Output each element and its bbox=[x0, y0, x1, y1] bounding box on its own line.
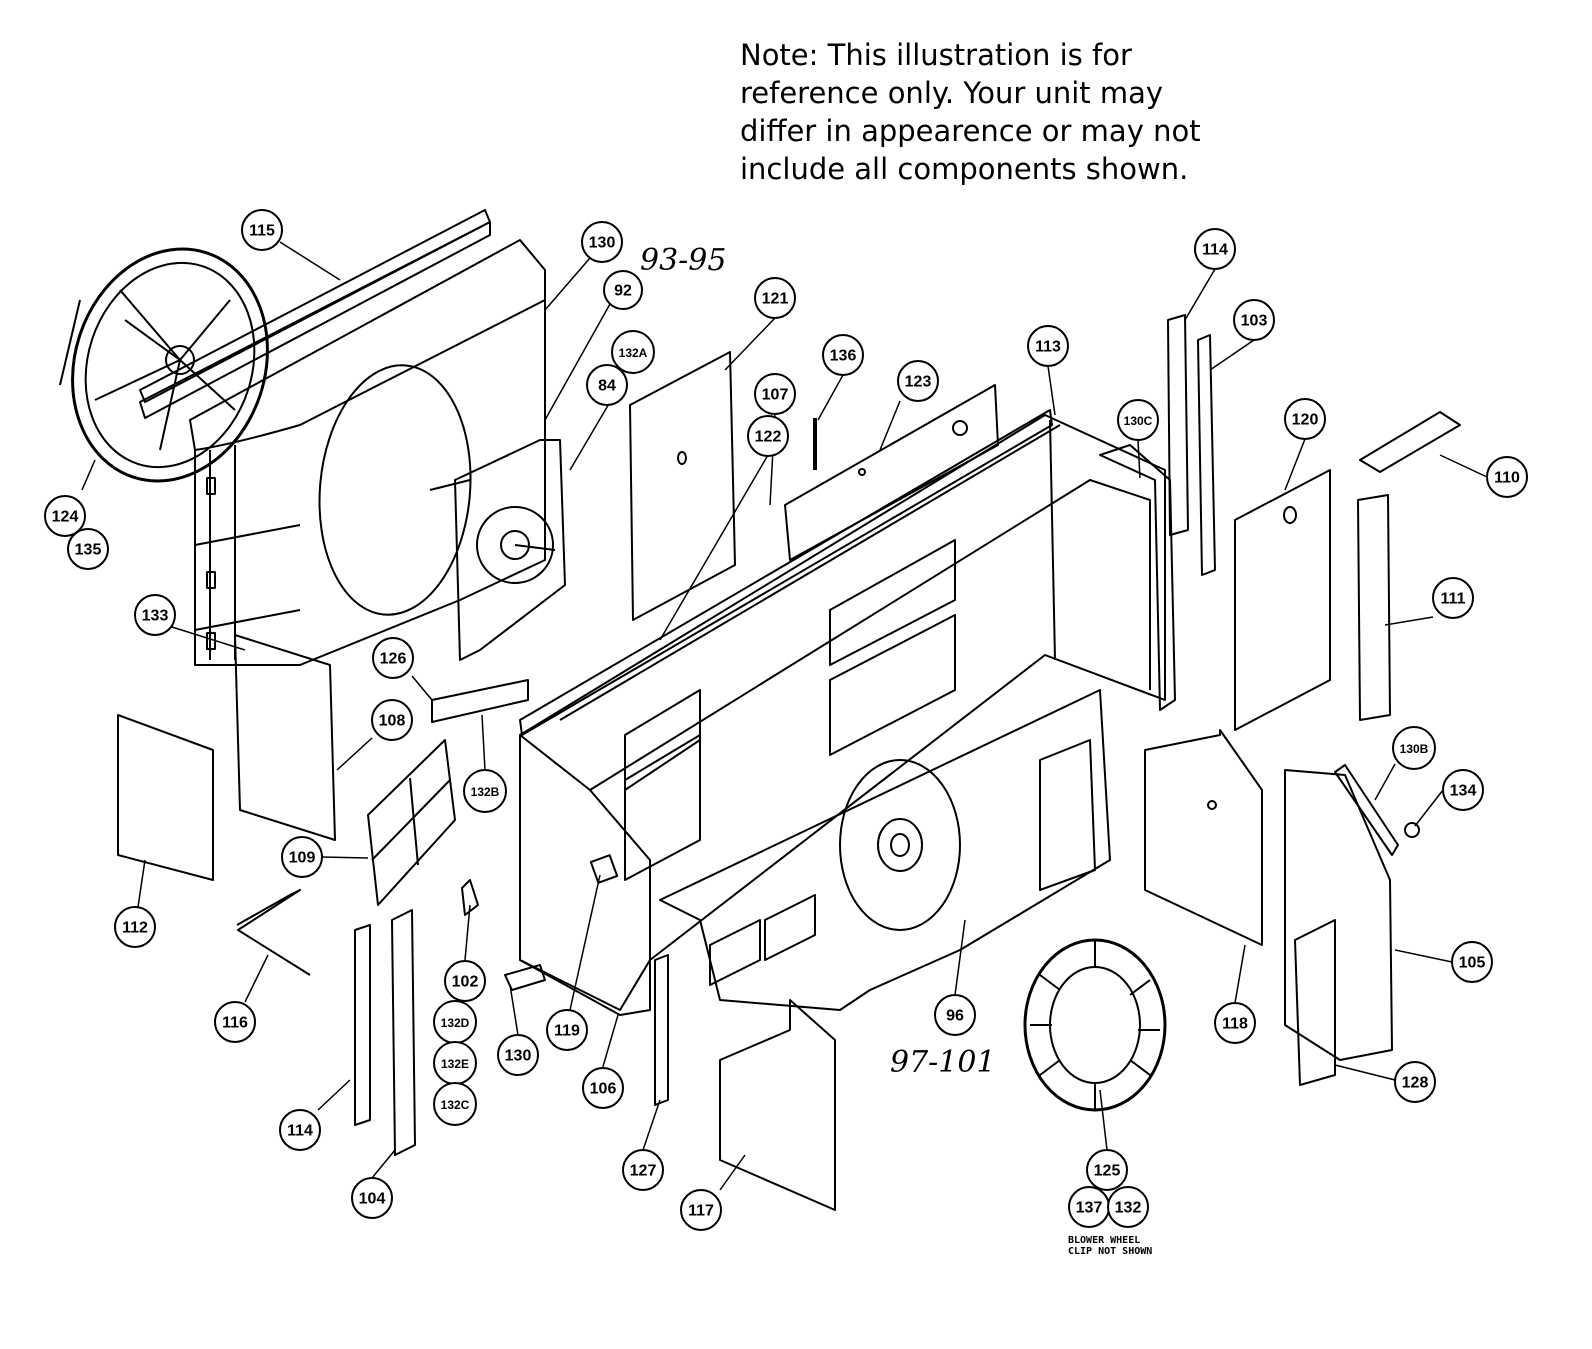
bracket-130-lower-part bbox=[504, 964, 546, 991]
callout-label: 132B bbox=[471, 785, 500, 799]
top-panel-part bbox=[784, 384, 999, 561]
nut-134-part bbox=[1404, 822, 1420, 838]
callout-label: 122 bbox=[755, 429, 782, 446]
footnote-line-2: CLIP NOT SHOWN bbox=[1068, 1246, 1152, 1257]
reference-note: Note: This illustration is for reference… bbox=[740, 36, 1260, 188]
footnote-line-1: BLOWER WHEEL bbox=[1068, 1235, 1140, 1246]
handwritten-range-bottom: 97-101 bbox=[890, 1045, 996, 1080]
callout-label: 136 bbox=[830, 348, 857, 365]
panel-120-part bbox=[1234, 469, 1331, 731]
callout-label: 123 bbox=[905, 374, 932, 391]
callout-label: 104 bbox=[359, 1191, 386, 1208]
callout-label: 128 bbox=[1402, 1075, 1429, 1092]
callout-label: 112 bbox=[122, 920, 148, 937]
base-pan-part bbox=[519, 409, 1166, 1011]
handwritten-range-top: 93-95 bbox=[640, 243, 726, 278]
callout-label: 117 bbox=[688, 1203, 714, 1220]
callout-label: 130 bbox=[589, 235, 616, 252]
filter-grille-part bbox=[367, 739, 456, 906]
callout-label: 121 bbox=[762, 291, 789, 308]
strip-111-part bbox=[1357, 494, 1391, 721]
callout-label: 130C bbox=[1124, 414, 1153, 428]
strip-114-right-part bbox=[1167, 314, 1189, 536]
frame-130c-part bbox=[1099, 444, 1176, 711]
note-line-4: include all components shown. bbox=[740, 152, 1189, 186]
strip-114-left-part bbox=[354, 924, 371, 1126]
callout-label: 111 bbox=[1441, 591, 1466, 608]
callout-label: 126 bbox=[380, 651, 407, 668]
callout-label: 134 bbox=[1450, 783, 1477, 800]
panel-108-part bbox=[234, 634, 336, 841]
motor-bracket-part bbox=[454, 439, 566, 661]
strip-127-part bbox=[654, 954, 669, 1106]
strip-126-part bbox=[431, 679, 529, 723]
callout-label: 106 bbox=[590, 1081, 617, 1098]
handle-part bbox=[236, 889, 311, 976]
callout-label: 84 bbox=[598, 378, 616, 395]
callout-label: 132D bbox=[441, 1016, 470, 1030]
note-line-1: Note: This illustration is for bbox=[740, 38, 1132, 72]
callout-label: 130 bbox=[505, 1048, 532, 1065]
panel-117-part bbox=[719, 999, 836, 1211]
callout-label: 92 bbox=[614, 283, 632, 300]
callout-label: 130B bbox=[1400, 742, 1429, 756]
callout-label: 116 bbox=[222, 1015, 248, 1032]
panel-110-part bbox=[1359, 411, 1461, 473]
callout-label: 96 bbox=[946, 1008, 964, 1025]
blower-housing-part bbox=[659, 689, 1111, 1011]
callout-label: 105 bbox=[1459, 955, 1486, 972]
callout-label: 114 bbox=[287, 1123, 313, 1140]
callout-label: 135 bbox=[75, 542, 102, 559]
note-line-2: reference only. Your unit may bbox=[740, 76, 1164, 110]
top-bar-part bbox=[139, 209, 491, 419]
bracket-104-part bbox=[391, 909, 416, 1156]
callout-label: 107 bbox=[762, 387, 789, 404]
bracket-130b-part bbox=[1334, 764, 1399, 856]
panel-112-part bbox=[117, 714, 214, 881]
callout-label: 118 bbox=[1222, 1016, 1248, 1033]
callout-label: 114 bbox=[1202, 242, 1228, 259]
condenser-fan-part bbox=[59, 247, 269, 483]
panel-121-part bbox=[629, 351, 736, 621]
callout-label: 124 bbox=[52, 509, 79, 526]
side-panel-106-part bbox=[519, 734, 651, 1016]
callout-label: 132A bbox=[619, 346, 648, 360]
panel-105-part bbox=[1284, 769, 1393, 1061]
callout-label: 119 bbox=[554, 1023, 580, 1040]
panel-128-part bbox=[1294, 919, 1336, 1086]
panel-118-part bbox=[1144, 729, 1263, 946]
bracket-103-part bbox=[1197, 334, 1216, 576]
blower-wheel-part bbox=[1023, 938, 1167, 1112]
callout-label: 133 bbox=[142, 608, 169, 625]
callout-label: 132E bbox=[441, 1057, 469, 1071]
callout-label: 127 bbox=[630, 1163, 657, 1180]
callout-label: 132C bbox=[441, 1098, 470, 1112]
callout-label: 109 bbox=[289, 850, 316, 867]
callout-label: 120 bbox=[1292, 412, 1319, 429]
callout-label: 103 bbox=[1241, 313, 1268, 330]
callout-label: 115 bbox=[249, 223, 275, 240]
callout-label: 113 bbox=[1035, 339, 1061, 356]
callout-label: 132 bbox=[1115, 1200, 1142, 1217]
callout-label: 108 bbox=[379, 713, 406, 730]
note-line-3: differ in appearence or may not bbox=[740, 114, 1201, 148]
callout-label: 102 bbox=[452, 974, 479, 991]
callout-label: 125 bbox=[1094, 1163, 1121, 1180]
callout-label: 137 bbox=[1076, 1200, 1103, 1217]
clip-102-part bbox=[461, 879, 479, 916]
callout-label: 110 bbox=[1494, 470, 1520, 487]
